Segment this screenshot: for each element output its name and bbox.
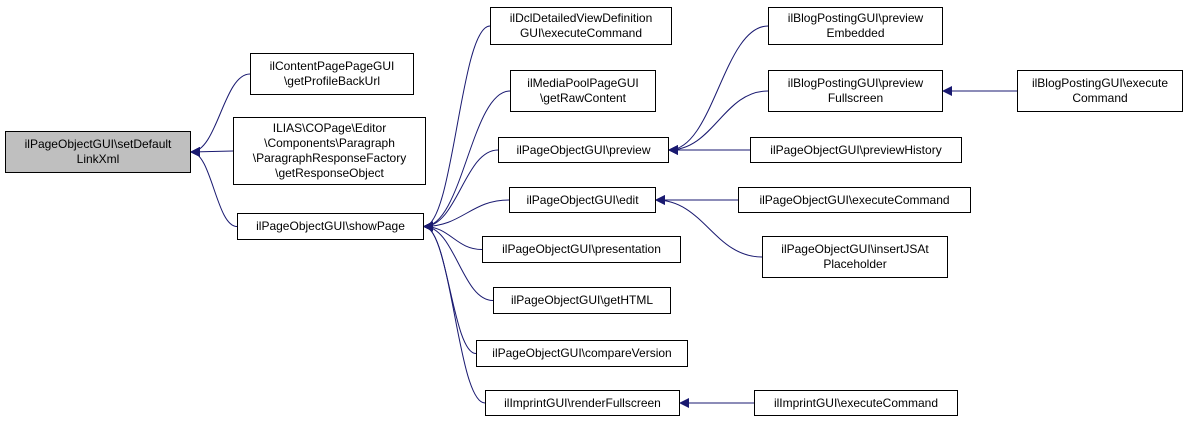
node-get-html[interactable]: ilPageObjectGUI\getHTML [493,287,671,314]
node-label-line: ilImprintGUI\executeCommand [773,395,939,410]
edge-show-page-to-presentation [423,221,483,250]
node-label-line: ilPageObjectGUI\edit [526,192,639,207]
node-label-line: ilMediaPoolPageGUI [527,76,639,90]
node-execute-command[interactable]: ilPageObjectGUI\executeCommand [738,187,971,213]
node-paragraph-factory[interactable]: ILIAS\COPage\Editor\Components\Paragraph… [233,117,426,185]
node-label-line: \ParagraphResponseFactory [252,151,407,165]
node-label-line: ilPageObjectGUI\showPage [256,219,405,233]
node-preview-history[interactable]: ilPageObjectGUI\previewHistory [750,137,962,163]
node-label-line: Embedded [826,26,885,40]
node-label-line: ilPageObjectGUI\setDefault [24,137,172,151]
node-label-line: ilBlogPostingGUI\preview [787,76,924,90]
node-label-line: Fullscreen [827,91,884,105]
node-imprint-execute[interactable]: ilImprintGUI\executeCommand [754,390,958,416]
node-label-line: Command [1072,91,1128,105]
node-preview[interactable]: ilPageObjectGUI\preview [498,137,669,163]
node-label-line: ilPageObjectGUI\getHTML [510,293,654,307]
edge-show-page-to-imprint-render [423,221,486,404]
node-label-line: ilPageObjectGUI\previewHistory [770,142,942,157]
node-label-line: \getRawContent [539,91,627,105]
node-label-line: GUI\executeCommand [519,26,643,40]
node-edit[interactable]: ilPageObjectGUI\edit [509,187,656,213]
edge-root-to-paragraph-factory [190,146,234,157]
edge-show-page-to-dcl-detailed [423,25,491,232]
edge-show-page-to-media-pool [423,90,511,232]
node-label-line: \Components\Paragraph [264,136,395,150]
node-label-line: ilPageObjectGUI\compareVersion [492,346,672,360]
edge-preview-to-blog-embedded [668,25,769,155]
node-label-line: ilImprintGUI\renderFullscreen [504,395,661,410]
edge-preview-to-blog-fullscreen [668,90,769,155]
node-label-line: Placeholder [823,257,887,271]
node-label-line: ilPageObjectGUI\preview [516,142,651,157]
node-content-page[interactable]: ilContentPagePageGUI\getProfileBackUrl [250,53,414,95]
node-media-pool[interactable]: ilMediaPoolPageGUI\getRawContent [510,70,656,112]
node-imprint-render[interactable]: ilImprintGUI\renderFullscreen [485,390,680,416]
edge-show-page-to-preview [423,149,499,232]
node-label-line: ilPageObjectGUI\executeCommand [759,192,950,207]
edge-show-page-to-get-html [423,221,494,301]
node-presentation[interactable]: ilPageObjectGUI\presentation [482,236,681,263]
node-label-line: \getProfileBackUrl [283,74,381,88]
node-label-line: ilPageObjectGUI\insertJSAt [781,242,929,256]
edge-edit-to-insert-js [655,195,763,258]
node-label-line: LinkXml [76,152,120,166]
edge-show-page-to-edit [423,199,510,232]
node-label-line: ilBlogPostingGUI\execute [1031,76,1169,90]
node-show-page[interactable]: ilPageObjectGUI\showPage [237,213,424,240]
node-compare-version[interactable]: ilPageObjectGUI\compareVersion [476,340,688,367]
node-label-line: ilContentPagePageGUI [269,59,395,73]
node-label-line: ilDclDetailedViewDefinition [509,11,653,25]
edge-root-to-show-page [190,147,238,227]
node-label-line: ILIAS\COPage\Editor [272,121,387,135]
node-label-line: ilPageObjectGUI\presentation [502,242,661,256]
node-label-line: \getResponseObject [275,166,384,180]
node-label-line: ilBlogPostingGUI\preview [787,11,924,25]
